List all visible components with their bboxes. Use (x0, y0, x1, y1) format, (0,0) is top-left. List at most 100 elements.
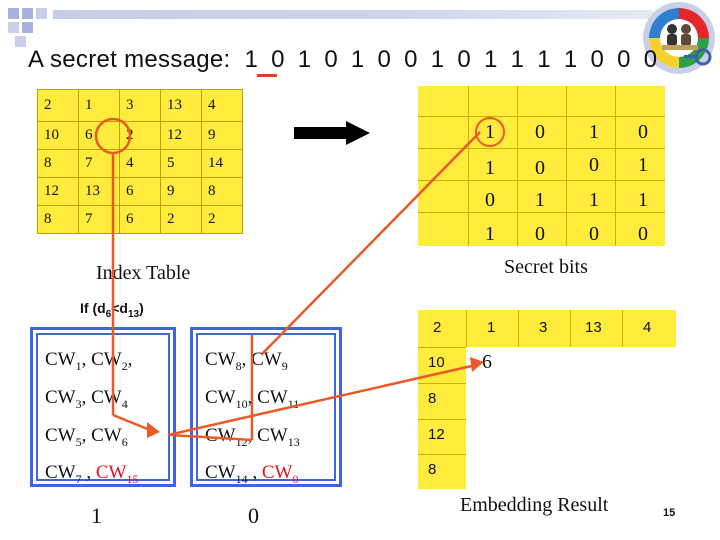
grid-line (418, 212, 665, 213)
index-table-cell: 8 (37, 149, 79, 178)
grid-line (418, 148, 665, 149)
grid-line (517, 86, 518, 246)
arrow-index-to-cw6-tail (112, 413, 151, 432)
secret-bit-value: 1 (535, 189, 545, 211)
slide-number: 15 (663, 507, 676, 519)
codeword-text: , CW (247, 386, 288, 408)
codeword-index: 0 (292, 472, 299, 487)
secret-message-bits: 1 0 1 0 1 0 0 1 0 1 1 1 1 0 0 0 (244, 46, 658, 73)
secret-bit-value: 0 (589, 154, 599, 176)
secret-bit-value: 1 (589, 189, 599, 211)
grid-line (570, 310, 571, 347)
grid-line (466, 310, 467, 347)
embedding-left-cell: 12 (428, 426, 445, 443)
index-table-cell: 4 (119, 149, 161, 178)
grid-line (468, 86, 469, 246)
codeword-line: CW14 , CW0 (205, 457, 300, 495)
index-table-caption: Index Table (96, 262, 191, 284)
codeword-index: 11 (287, 396, 300, 411)
grid-line (615, 86, 616, 246)
index-table-cell: 2 (201, 205, 243, 234)
embedding-top-cell: 13 (585, 319, 602, 336)
codeword-text: CW (205, 349, 236, 370)
embedding-top-cell: 2 (433, 319, 442, 336)
decor-square-5 (22, 22, 33, 33)
grid-line (418, 383, 466, 384)
codeword-text: , (247, 462, 262, 484)
embedding-result-caption: Embedding Result (460, 494, 609, 516)
highlight-circle-first-bit (475, 117, 505, 147)
highlight-circle-index-6 (94, 117, 132, 155)
grid-line (418, 419, 466, 420)
codeword-line: CW12, CW13 (205, 420, 300, 458)
codeword-text: , CW (81, 424, 122, 446)
codeword-text: CW (205, 386, 236, 408)
secret-bit-value: 1 (638, 189, 648, 211)
codeword-text: CW (45, 424, 76, 446)
codeword-text: , (81, 462, 96, 484)
codeword-index: 14 (235, 472, 248, 487)
codeword-text: , CW (247, 424, 288, 446)
index-table-cell: 2 (37, 89, 79, 122)
index-table-cell: 14 (201, 149, 243, 178)
secret-bit-value: 0 (535, 121, 545, 143)
codeword-index: 10 (235, 396, 248, 411)
title-label: A secret message: (28, 46, 231, 73)
secret-bit-value: 0 (535, 157, 545, 179)
people-and-key-logo-icon (643, 2, 715, 74)
secret-bits-caption: Secret bits (504, 256, 588, 278)
decor-square-4 (8, 22, 19, 33)
arrow-head-cw6 (147, 422, 160, 438)
codeword-text: CW (261, 462, 293, 484)
arrow-bit-to-group (261, 131, 481, 355)
page-title: A secret message: 1 0 1 0 1 0 0 1 0 1 1 … (28, 46, 657, 74)
embedding-top-cell: 3 (539, 319, 548, 336)
codeword-index: 6 (121, 434, 128, 449)
arrow-head-embedding (470, 357, 484, 372)
codeword-index: 3 (75, 396, 82, 411)
codeword-index: 9 (281, 358, 288, 373)
grid-line (622, 310, 623, 347)
secret-bit-value: 1 (589, 121, 599, 143)
codeword-text: CW (45, 349, 76, 370)
codeword-index: 5 (75, 434, 82, 449)
index-table-cell: 8 (201, 177, 243, 206)
codeword-text: CW (45, 462, 76, 484)
codeword-line: CW3, CW4 (45, 382, 138, 420)
codeword-text: , CW (81, 386, 122, 408)
embedding-top-cell: 4 (643, 319, 652, 336)
secret-bit-value: 1 (485, 157, 495, 179)
grid-line (566, 86, 567, 246)
codeword-index: 4 (121, 396, 128, 411)
arrow-cw6-to-cw15 (169, 433, 253, 442)
decor-square-3 (36, 8, 47, 19)
decor-square-1 (8, 8, 19, 19)
grid-line (418, 116, 665, 117)
secret-bit-value: 0 (485, 189, 495, 211)
codeword-line: CW1, CW2, (45, 344, 138, 382)
first-bit-underline (257, 74, 277, 77)
codeword-index: 13 (287, 434, 300, 449)
codeword-index: 1 (75, 358, 82, 373)
secret-bit-value: 0 (638, 121, 648, 143)
right-arrow-icon (294, 121, 370, 145)
condition-text: If (d6<d13) (80, 300, 144, 320)
index-table-cell: 12 (37, 177, 79, 206)
embedding-top-cell: 1 (487, 319, 496, 336)
embedding-left-cell: 8 (428, 390, 437, 407)
index-table-cell: 1 (78, 89, 120, 122)
codeword-line: CW10, CW11 (205, 382, 300, 420)
codeword-text: CW (95, 462, 127, 484)
secret-bit-value: 0 (535, 223, 545, 245)
decor-square-6 (15, 36, 26, 47)
codeword-text: , CW (81, 349, 122, 370)
embedding-left-col-bg (418, 347, 466, 489)
index-table-cell: 4 (201, 89, 243, 122)
secret-bit-value: 1 (638, 154, 648, 176)
